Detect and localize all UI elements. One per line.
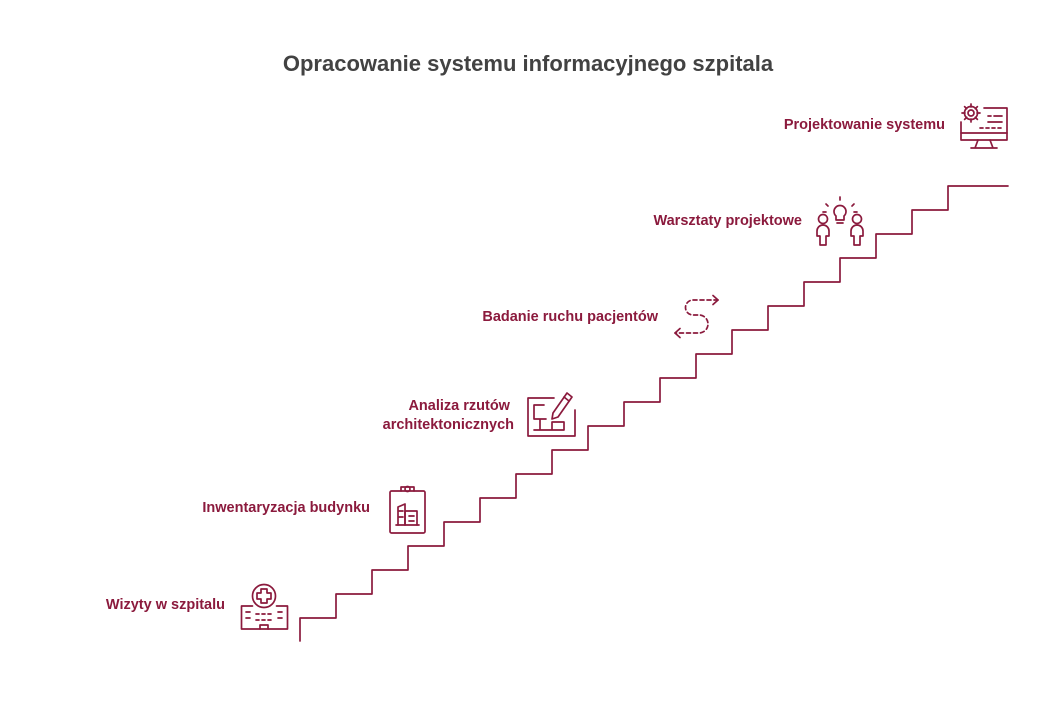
step-label-warsztaty: Warsztaty projektowe <box>653 213 802 229</box>
page-title: Opracowanie systemu informacyjnego szpit… <box>283 51 774 76</box>
step-label-line: Analiza rzutów <box>408 398 510 414</box>
clipboard-icon <box>389 485 426 534</box>
step-label-line: Inwentaryzacja budynku <box>202 500 370 516</box>
step-projektowanie: Projektowanie systemu <box>784 103 1008 149</box>
step-label-line: Badanie ruchu pacjentów <box>482 309 658 325</box>
blueprint-icon <box>527 392 576 437</box>
system-design-icon <box>960 103 1008 149</box>
step-badanie: Badanie ruchu pacjentów <box>482 294 719 339</box>
step-label-projektowanie: Projektowanie systemu <box>784 117 945 133</box>
step-label-badanie: Badanie ruchu pacjentów <box>482 309 658 325</box>
step-label-wizyty: Wizyty w szpitalu <box>106 597 225 613</box>
step-label-line: Wizyty w szpitalu <box>106 597 225 613</box>
step-inwentaryzacja: Inwentaryzacja budynku <box>202 485 426 534</box>
step-label-analiza: Analiza rzutów architektonicznych <box>383 398 514 433</box>
hospital-icon <box>240 583 289 630</box>
step-label-line: Projektowanie systemu <box>784 117 945 133</box>
step-wizyty: Wizyty w szpitalu <box>106 583 289 630</box>
staircase-line <box>299 185 1009 642</box>
step-label-line: architektonicznych <box>383 417 514 433</box>
step-analiza: Analiza rzutów architektonicznych <box>383 392 576 437</box>
step-label-inwentaryzacja: Inwentaryzacja budynku <box>202 500 370 516</box>
workshop-icon <box>816 196 864 246</box>
path-arrows-icon <box>674 294 719 339</box>
step-label-line: Warsztaty projektowe <box>653 213 802 229</box>
step-warsztaty: Warsztaty projektowe <box>653 196 864 246</box>
